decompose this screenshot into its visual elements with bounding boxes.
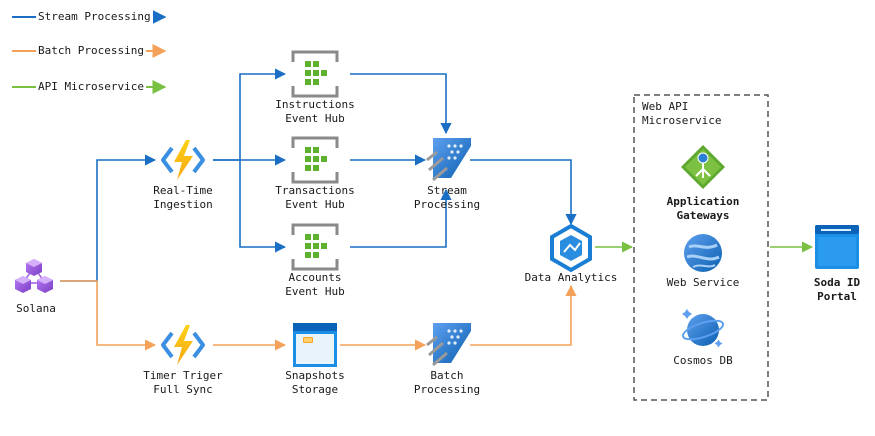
- web-api-group-line2: Microservice: [642, 114, 722, 127]
- storage-icon: [293, 323, 337, 367]
- realtime-ingestion-line1: Real-Time: [153, 184, 213, 197]
- azure-function-icon: [161, 325, 205, 365]
- web-api-group-line1: Web API: [642, 100, 689, 113]
- web-app-icon: [684, 234, 722, 272]
- event-hub-icon: [291, 50, 339, 98]
- legend-stream-label: Stream Processing: [36, 10, 153, 24]
- stream-analytics-icon: [426, 138, 471, 182]
- timer-trigger-label: Timer Triger Full Sync: [143, 369, 222, 397]
- soda-portal-label: Soda ID Portal: [814, 276, 860, 304]
- batch-processing-label: Batch Processing: [414, 369, 480, 397]
- transactions-hub-line1: Transactions: [275, 184, 355, 197]
- transactions-hub-label: Transactions Event Hub: [275, 184, 354, 212]
- app-gateways-label: Application Gateways: [667, 195, 740, 223]
- web-api-group-border: [633, 94, 769, 401]
- synapse-analytics-icon: [550, 223, 592, 273]
- batch-processing-line1: Batch: [430, 369, 464, 382]
- timer-trigger-line1: Timer Triger: [143, 369, 223, 382]
- solana-label: Solana: [16, 302, 56, 315]
- instructions-hub-line2: Event Hub: [285, 112, 345, 125]
- solana-to-realtime-arrow: [60, 154, 157, 282]
- timer-trigger-line2: Full Sync: [153, 383, 213, 396]
- snapshots-storage-line1: Snapshots: [285, 369, 345, 382]
- batch-connectors: [60, 280, 577, 351]
- accounts-hub-label: Accounts Event Hub: [285, 271, 345, 299]
- instructions-hub-label: Instructions Event Hub: [275, 98, 354, 126]
- transactions-hub-line2: Event Hub: [285, 198, 345, 211]
- realtime-ingestion-line2: Ingestion: [153, 198, 213, 211]
- stream-processing-label: Stream Processing: [414, 184, 480, 212]
- instructions-hub-line1: Instructions: [275, 98, 355, 111]
- cosmos-db-label: Cosmos DB: [673, 354, 733, 367]
- web-service-label: Web Service: [666, 276, 740, 289]
- solana-to-timer-arrow: [60, 280, 157, 351]
- event-hub-icon: [291, 223, 339, 271]
- stream-processing-line2: Processing: [413, 198, 481, 211]
- app-gateways-line2: Gateways: [676, 209, 730, 222]
- azure-function-icon: [161, 140, 205, 180]
- accounts-to-stream-arrow: [350, 188, 452, 248]
- blockchain-cubes-icon: [15, 259, 53, 293]
- instructions-to-stream-arrow: [350, 73, 452, 135]
- application-gateway-icon: [681, 145, 725, 189]
- batch-processing-line2: Processing: [413, 383, 481, 396]
- stream-processing-line1: Stream: [427, 184, 467, 197]
- soda-portal-line2: Portal: [817, 290, 857, 303]
- stream-to-analytics-arrow: [470, 159, 577, 226]
- accounts-hub-line2: Event Hub: [285, 285, 345, 298]
- accounts-hub-line1: Accounts: [288, 271, 342, 284]
- app-gateways-line1: Application: [666, 195, 740, 208]
- realtime-to-instructions-arrow: [213, 68, 287, 161]
- event-hub-icon: [291, 136, 339, 184]
- stream-analytics-icon: [426, 323, 471, 367]
- cosmos-db-icon: [681, 309, 725, 348]
- browser-window-icon: [815, 225, 859, 269]
- data-analytics-label: Data Analytics: [524, 271, 618, 284]
- batch-to-analytics-arrow: [470, 284, 577, 346]
- snapshots-storage-line2: Storage: [291, 383, 339, 396]
- legend-api-label: API Microservice: [36, 80, 146, 94]
- snapshots-storage-label: Snapshots Storage: [285, 369, 345, 397]
- realtime-ingestion-label: Real-Time Ingestion: [153, 184, 213, 212]
- soda-portal-line1: Soda ID: [813, 276, 861, 289]
- realtime-to-accounts-arrow: [239, 160, 287, 253]
- legend-batch-label: Batch Processing: [36, 44, 146, 58]
- web-api-group-title: Web API Microservice: [642, 100, 721, 128]
